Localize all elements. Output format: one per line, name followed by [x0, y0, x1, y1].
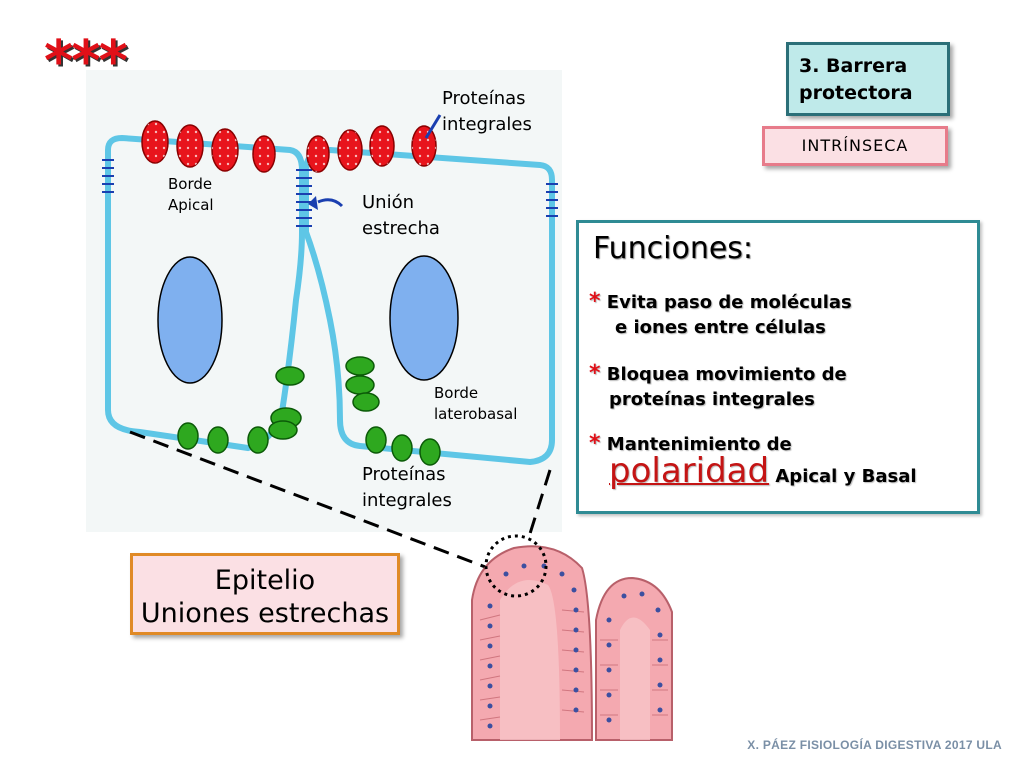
union-arrow [317, 198, 344, 208]
label-borde-apical: Borde Apical [168, 174, 214, 216]
funciones-title: Funciones: [593, 231, 754, 266]
zoom-circle [484, 534, 548, 598]
left-cell-membrane [105, 134, 305, 452]
label-proteinas-bottom: Proteínas integrales [362, 462, 452, 514]
polaridad-word: polaridad [609, 451, 770, 491]
label-union-estrecha: Unión estrecha [362, 190, 440, 242]
label-borde-lat-line2: laterobasal [434, 405, 518, 423]
label-union-line2: estrecha [362, 218, 440, 239]
tight-junction-strands [102, 159, 558, 227]
right-cell-membrane [303, 146, 555, 466]
bullet-3: * [589, 431, 601, 456]
epitelio-line2: Uniones estrechas [140, 598, 390, 629]
left-nucleus [157, 256, 223, 384]
label-proteinas-bottom-line1: Proteínas [362, 464, 446, 485]
label-borde-lat-line1: Borde [434, 384, 479, 402]
intrinseca-box: INTRÍNSECA [762, 126, 948, 166]
epitelio-box: Epitelio Uniones estrechas [130, 553, 400, 635]
apical-protein-arrow [424, 114, 442, 139]
epitelio-line1: Epitelio [214, 565, 316, 596]
funcion-2-line1: Bloquea movimiento de [606, 364, 847, 385]
bullet-1: * [589, 289, 601, 314]
bullet-2: * [589, 361, 601, 386]
funcion-1-line1: Evita paso de moléculas [606, 292, 852, 313]
label-proteinas-bottom-line2: integrales [362, 490, 452, 511]
right-nucleus [389, 255, 459, 381]
funcion-3-rest: Apical y Basal [775, 466, 917, 487]
funcion-item-3: * Mantenimiento de polaridad Apical y Ba… [589, 431, 917, 489]
funcion-2-line2: proteínas integrales [609, 389, 815, 410]
basolateral-proteins [177, 356, 441, 466]
label-borde-apical-line1: Borde [168, 175, 213, 193]
label-borde-apical-line2: Apical [168, 196, 214, 214]
funcion-item-1: * Evita paso de moléculas e iones entre … [589, 289, 852, 340]
label-union-line1: Unión [362, 192, 415, 213]
funcion-3-line1: Mantenimiento de [606, 434, 792, 455]
footer-credit: X. PÁEZ FISIOLOGÍA DIGESTIVA 2017 ULA [747, 738, 1002, 752]
funcion-1-line2: e iones entre células [615, 317, 826, 338]
zoom-line-left [129, 430, 489, 570]
funcion-item-2: * Bloquea movimiento de proteínas integr… [589, 361, 847, 412]
funciones-box: Funciones: * Evita paso de moléculas e i… [576, 220, 980, 514]
label-proteinas-top-line1: Proteínas [442, 88, 526, 109]
barrera-line1: 3. Barrera [799, 55, 908, 77]
barrera-line2: protectora [799, 82, 913, 104]
label-proteinas-top-line2: integrales [442, 114, 532, 135]
epithelial-tissue [471, 545, 673, 741]
zoom-line-right [526, 469, 552, 541]
label-borde-laterobasal: Borde laterobasal [434, 383, 517, 425]
barrera-protectora-box: 3. Barrera protectora [786, 42, 950, 116]
label-proteinas-top: Proteínas integrales [442, 86, 532, 138]
